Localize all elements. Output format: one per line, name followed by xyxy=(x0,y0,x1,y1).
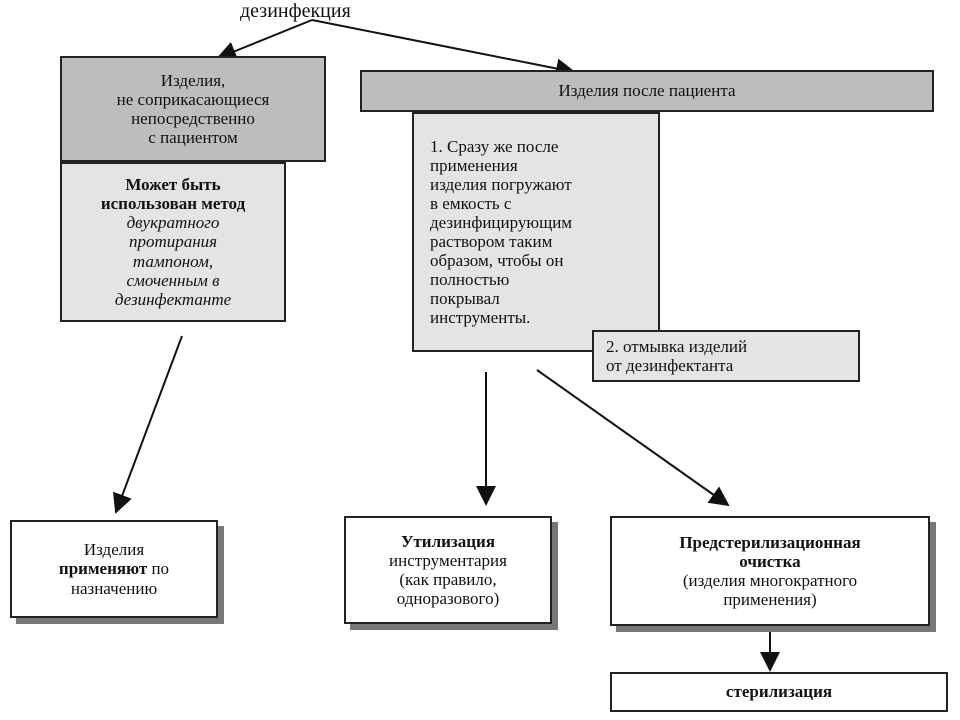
step2-line: 2. отмывка изделий xyxy=(606,336,748,356)
presterilization-line: (изделия многократного xyxy=(682,571,858,590)
wipe-method-italic-line: дезинфектанте xyxy=(114,289,232,309)
non-contact-items-box: Изделия, не соприкасающиеся непосредстве… xyxy=(60,56,326,162)
step1-line: применения xyxy=(430,155,518,175)
step1-box: 1. Сразу же после применения изделия пог… xyxy=(412,112,660,352)
post-patient-items-box: Изделия после пациента xyxy=(360,70,934,112)
utilization-line: одноразового) xyxy=(396,589,500,609)
step1-line: раствором таким xyxy=(430,232,553,251)
step2-line: от дезинфектанта xyxy=(606,356,734,375)
utilization-box: Утилизация инструментария (как правило, … xyxy=(344,516,552,624)
diagram-title: дезинфекция xyxy=(240,0,351,22)
step1-line: образом, чтобы он xyxy=(430,251,564,271)
wipe-method-italic-line: смоченным в xyxy=(126,270,220,290)
arrow-to-right-branch xyxy=(311,19,576,79)
non-contact-items-line: с пациентом xyxy=(148,128,238,148)
wipe-method-italic-line: тампоном, xyxy=(132,251,214,271)
apply-after-bold: по xyxy=(147,559,170,579)
wipe-method-line: использован метод xyxy=(100,194,246,214)
sterilization-label: стерилизация xyxy=(725,682,833,702)
non-contact-items-line: не соприкасающиеся xyxy=(116,89,270,109)
apply-line: Изделия xyxy=(83,540,145,560)
utilization-line: инструментария xyxy=(389,550,507,570)
step1-line: в емкость с xyxy=(430,193,512,213)
non-contact-items-line: непосредственно xyxy=(131,109,255,128)
presterilization-line: применения) xyxy=(723,590,817,610)
presterilization-box: Предстерилизационная очистка (изделия мн… xyxy=(610,516,930,626)
non-contact-items-line: Изделия, xyxy=(160,70,226,90)
step1-line: изделия погружают xyxy=(430,174,572,194)
apply-line: назначению xyxy=(70,578,158,598)
arrow-to-presterilization xyxy=(536,369,730,507)
wipe-method-box: Может быть использован метод двукратного… xyxy=(60,162,286,322)
step1-line: дезинфицирующим xyxy=(430,212,573,232)
utilization-line: (как правило, xyxy=(399,570,497,589)
arrow-to-apply xyxy=(112,335,183,514)
step1-line: 1. Сразу же после xyxy=(430,136,559,156)
apply-bold-word: применяют xyxy=(58,559,148,579)
wipe-method-line: Может быть xyxy=(125,175,221,195)
apply-line-2: применяют по xyxy=(59,559,169,578)
presterilization-title: очистка xyxy=(739,551,801,571)
post-patient-items-label: Изделия после пациента xyxy=(558,81,736,101)
step1-line: покрывал xyxy=(430,289,500,309)
arrow-to-left-branch xyxy=(216,19,313,61)
wipe-method-italic-line: двукратного xyxy=(126,213,220,233)
presterilization-title: Предстерилизационная xyxy=(679,532,861,552)
step1-line: полностью xyxy=(430,270,510,290)
utilization-title: Утилизация xyxy=(400,531,496,551)
step1-line: инструменты. xyxy=(430,308,531,328)
wipe-method-italic-line: протирания xyxy=(128,232,218,252)
sterilization-box: стерилизация xyxy=(610,672,948,712)
step2-box: 2. отмывка изделий от дезинфектанта xyxy=(592,330,860,382)
apply-box: Изделия применяют по назначению xyxy=(10,520,218,618)
